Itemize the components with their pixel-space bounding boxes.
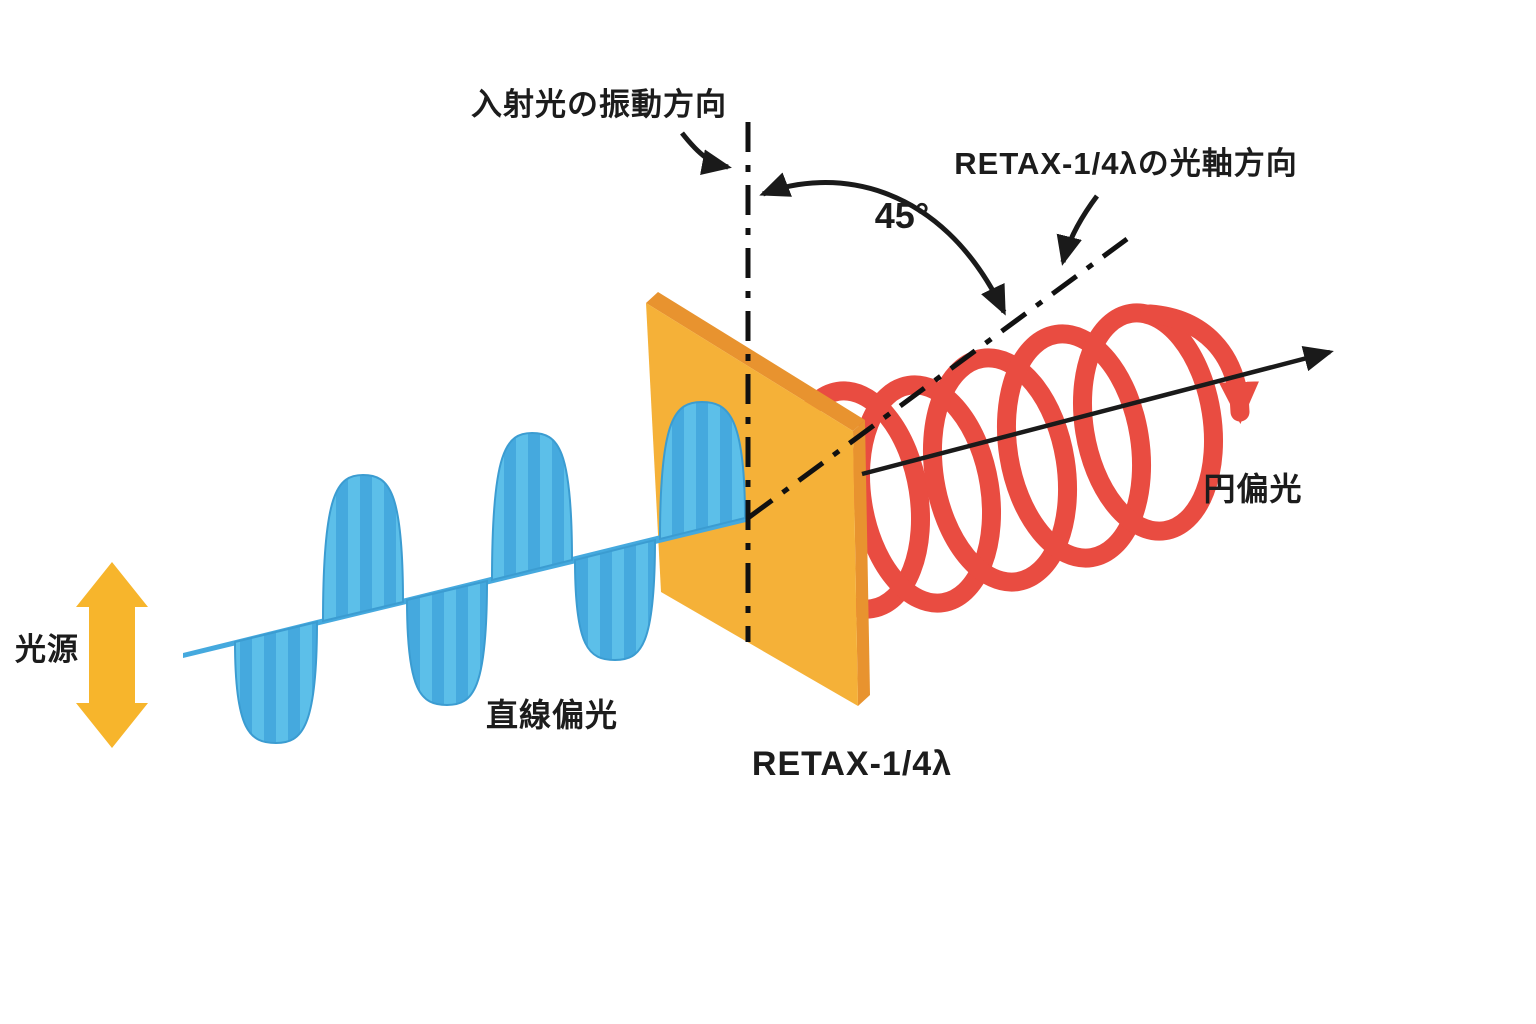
optical-axis-line (746, 236, 1129, 521)
helix-loop (996, 324, 1152, 568)
incident-label-pointer-arrow (680, 131, 732, 175)
wave-lobe-down (233, 620, 319, 745)
light-source-label: 光源 (15, 632, 79, 667)
light-source-arrow (76, 562, 148, 748)
waveplate-top-face (646, 292, 865, 431)
light-source-double-arrow (76, 562, 148, 748)
wave-lobe-down (405, 579, 489, 707)
angle-label: 45° (875, 195, 929, 236)
wave-lobe-up (321, 473, 405, 623)
wave-lobe-up (658, 400, 747, 541)
circular-polarization-label: 円偏光 (1203, 471, 1302, 507)
wave-lobe-down (573, 538, 657, 662)
optical-axis-direction-label: RETAX-1/4λの光軸方向 (954, 146, 1297, 181)
waveplate-name-label: RETAX-1/4λ (752, 745, 952, 783)
propagation-axis-arrow (861, 345, 1334, 477)
angle-arc-arrow (759, 172, 1007, 316)
optical-axis-label-pointer-arrow (1056, 194, 1100, 266)
linear-polarization-label: 直線偏光 (486, 697, 618, 733)
helix-loop (1072, 303, 1224, 541)
circular-polarization-helix (779, 303, 1259, 619)
linear-polarized-wave (183, 400, 747, 745)
waveplate-right-face (853, 420, 870, 706)
helix-end-arrow (1140, 304, 1259, 424)
helix-loop (922, 348, 1078, 592)
wave-lobe-up (490, 431, 574, 582)
incident-direction-label: 入射光の振動方向 (471, 87, 727, 122)
